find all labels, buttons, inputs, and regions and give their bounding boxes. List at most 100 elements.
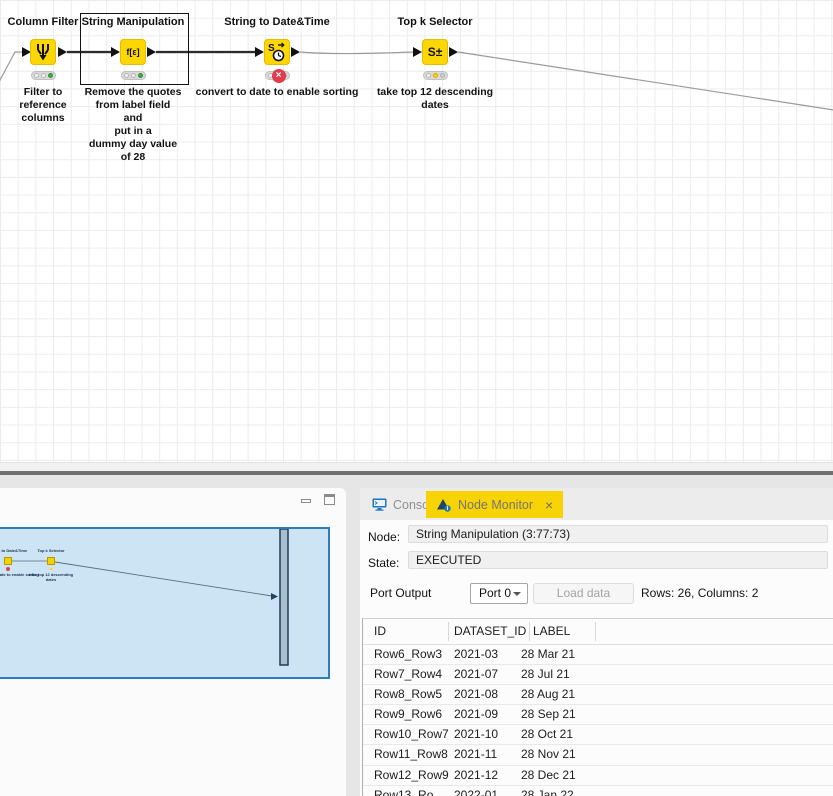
- outline-panel: String to Date&Time Top k Selector conve…: [0, 488, 346, 796]
- traffic-light-error: ×: [264, 68, 290, 83]
- table-cell: 28 Jul 21: [521, 667, 570, 682]
- editor-panel-divider[interactable]: [0, 471, 833, 475]
- table-row[interactable]: Row10_Row7 2021-10 28 Oct 21: [363, 725, 833, 746]
- canvas-horizontal-scrollbar[interactable]: [0, 462, 833, 471]
- minimap-node: [47, 557, 55, 565]
- port-output-label: Port Output: [370, 586, 432, 600]
- string-to-datetime-node-body[interactable]: S: [264, 39, 290, 65]
- minimap-node-title: String to Date&Time: [0, 548, 28, 553]
- error-x-icon: ×: [271, 68, 286, 83]
- load-data-button[interactable]: Load data: [533, 583, 634, 604]
- port-select-dropdown[interactable]: Port 0: [470, 583, 528, 604]
- state-value-field: EXECUTED: [408, 551, 828, 569]
- node-column-filter: Column Filter Filter to reference column…: [0, 0, 143, 185]
- rows-columns-info: Rows: 26, Columns: 2: [641, 586, 759, 600]
- minimap-node-title: Top k Selector: [37, 548, 65, 553]
- tab-node-monitor-label: Node Monitor: [458, 497, 534, 512]
- table-header-row: ID DATASET_ID LABEL: [363, 619, 833, 645]
- minimap-node-caption: convert to date to enable sorting: [0, 572, 39, 577]
- node-selection-rectangle: [80, 13, 189, 85]
- column-filter-icon: [37, 44, 49, 61]
- table-row[interactable]: Row11_Row8 2021-11 28 Nov 21: [363, 745, 833, 766]
- column-filter-node-body[interactable]: [30, 39, 56, 65]
- column-divider[interactable]: [529, 622, 530, 641]
- svg-text:S: S: [268, 43, 275, 54]
- node-monitor-icon: [437, 498, 451, 512]
- node-value-field: String Manipulation (3:77:73): [408, 525, 828, 543]
- table-cell: Row6_Row3: [374, 647, 443, 661]
- minimap-node-caption: take top 12 descending dates: [28, 572, 74, 582]
- minimap-error-dot: [6, 567, 10, 571]
- node-annotation: Filter to reference columns: [19, 86, 67, 124]
- table-cell: Row8_Row5: [374, 687, 443, 702]
- close-icon[interactable]: ×: [545, 496, 554, 513]
- table-cell: Row11_Row8: [374, 747, 448, 762]
- column-divider[interactable]: [448, 622, 449, 641]
- workflow-canvas[interactable]: Column Filter Filter to reference column…: [0, 0, 833, 462]
- console-icon: [372, 498, 387, 511]
- column-header-dataset-id[interactable]: DATASET_ID: [454, 624, 527, 638]
- node-annotation: Remove the quotes from label field and p…: [84, 86, 182, 163]
- table-cell: 2022-01: [454, 787, 499, 796]
- table-cell: 2021-07: [454, 667, 499, 682]
- table-cell: Row10_Row7: [374, 727, 449, 742]
- table-cell: Row9_Row6: [374, 707, 443, 722]
- minimap-traffic-light: [47, 567, 55, 570]
- traffic-light-executed: [120, 71, 146, 80]
- minimap-wires: [12, 529, 289, 666]
- node-annotation: convert to date to enable sorting: [195, 86, 359, 98]
- table-cell: 2021-09: [454, 707, 499, 722]
- string-manipulation-icon: f[ε]: [126, 47, 140, 57]
- table-row[interactable]: Row13_Ro... 2022-01 28 Jan 22: [363, 786, 833, 796]
- port-select-value: Port 0: [479, 586, 512, 600]
- node-title: Column Filter: [7, 16, 79, 28]
- table-cell: Row13_Ro...: [374, 787, 444, 796]
- column-header-id[interactable]: ID: [374, 624, 386, 638]
- workflow-minimap[interactable]: String to Date&Time Top k Selector conve…: [0, 527, 330, 679]
- column-header-label[interactable]: LABEL: [533, 624, 571, 638]
- table-cell: 28 Aug 21: [521, 687, 576, 702]
- minimize-icon[interactable]: [301, 499, 311, 503]
- port-output-table: ID DATASET_ID LABEL Row6_Row3 2021-03 28 M…: [362, 618, 833, 796]
- table-row[interactable]: Row8_Row5 2021-08 28 Aug 21: [363, 685, 833, 706]
- table-cell: 2021-11: [454, 747, 498, 762]
- column-divider[interactable]: [595, 622, 596, 641]
- traffic-light-configured: [422, 71, 448, 80]
- minimap-node: [4, 557, 12, 565]
- table-row[interactable]: Row6_Row3 2021-03 28 Mar 21: [363, 645, 833, 666]
- node-title: String to Date&Time: [224, 16, 330, 28]
- table-cell: 28 Jan 22: [521, 787, 574, 796]
- string-to-datetime-icon: S: [268, 42, 285, 62]
- node-string-manipulation: String Manipulation f[ε] Remove the quot…: [33, 0, 233, 185]
- node-string-to-datetime: String to Date&Time S × convert to date …: [177, 0, 377, 185]
- node-annotation: take top 12 descending dates: [376, 86, 494, 111]
- table-cell: 2021-10: [454, 727, 499, 742]
- node-title: Top k Selector: [397, 16, 473, 28]
- table-cell: 28 Oct 21: [521, 727, 574, 742]
- string-manipulation-node-body[interactable]: f[ε]: [120, 39, 146, 65]
- table-row[interactable]: Row9_Row6 2021-09 28 Sep 21: [363, 705, 833, 726]
- node-label: Node:: [368, 530, 401, 544]
- node-monitor-panel: Console Node Monitor × Node: String Mani…: [360, 488, 833, 796]
- table-cell: 28 Sep 21: [521, 707, 576, 722]
- table-cell: Row7_Row4: [374, 667, 443, 682]
- table-cell: Row12_Row9: [374, 767, 449, 782]
- connection-wires: [0, 47, 833, 111]
- top-k-selector-node-body[interactable]: S±: [422, 39, 448, 65]
- node-title: String Manipulation: [81, 16, 185, 28]
- table-cell: 28 Mar 21: [521, 647, 576, 661]
- table-cell: 28 Dec 21: [521, 767, 576, 782]
- node-top-k-selector: Top k Selector S± take top 12 descending…: [335, 0, 535, 185]
- maximize-icon[interactable]: [324, 494, 335, 505]
- bottom-tab-bar: Console Node Monitor ×: [360, 488, 833, 520]
- bottom-panels: String to Date&Time Top k Selector conve…: [0, 475, 833, 796]
- traffic-light-executed: [30, 71, 56, 80]
- top-k-selector-icon: S±: [427, 45, 443, 59]
- table-cell: 2021-08: [454, 687, 499, 702]
- tab-node-monitor[interactable]: Node Monitor ×: [426, 491, 564, 518]
- table-cell: 28 Nov 21: [521, 747, 576, 762]
- table-row[interactable]: Row7_Row4 2021-07 28 Jul 21: [363, 665, 833, 686]
- table-cell: 2021-03: [454, 647, 499, 661]
